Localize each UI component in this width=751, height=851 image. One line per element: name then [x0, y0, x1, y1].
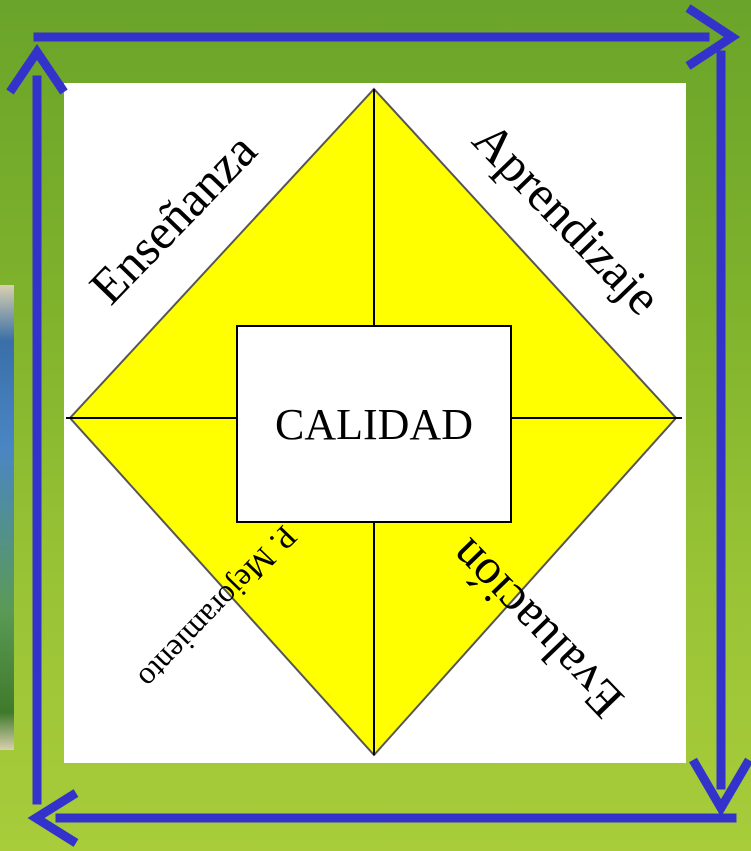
arrow-right-icon [685, 4, 741, 70]
center-label: CALIDAD [275, 399, 473, 449]
background-photo-strip [0, 285, 14, 750]
arrow-up-icon [6, 43, 68, 95]
arrow-left-icon [27, 789, 79, 847]
center-box: CALIDAD [236, 325, 512, 523]
arrow-down-icon [689, 757, 751, 817]
